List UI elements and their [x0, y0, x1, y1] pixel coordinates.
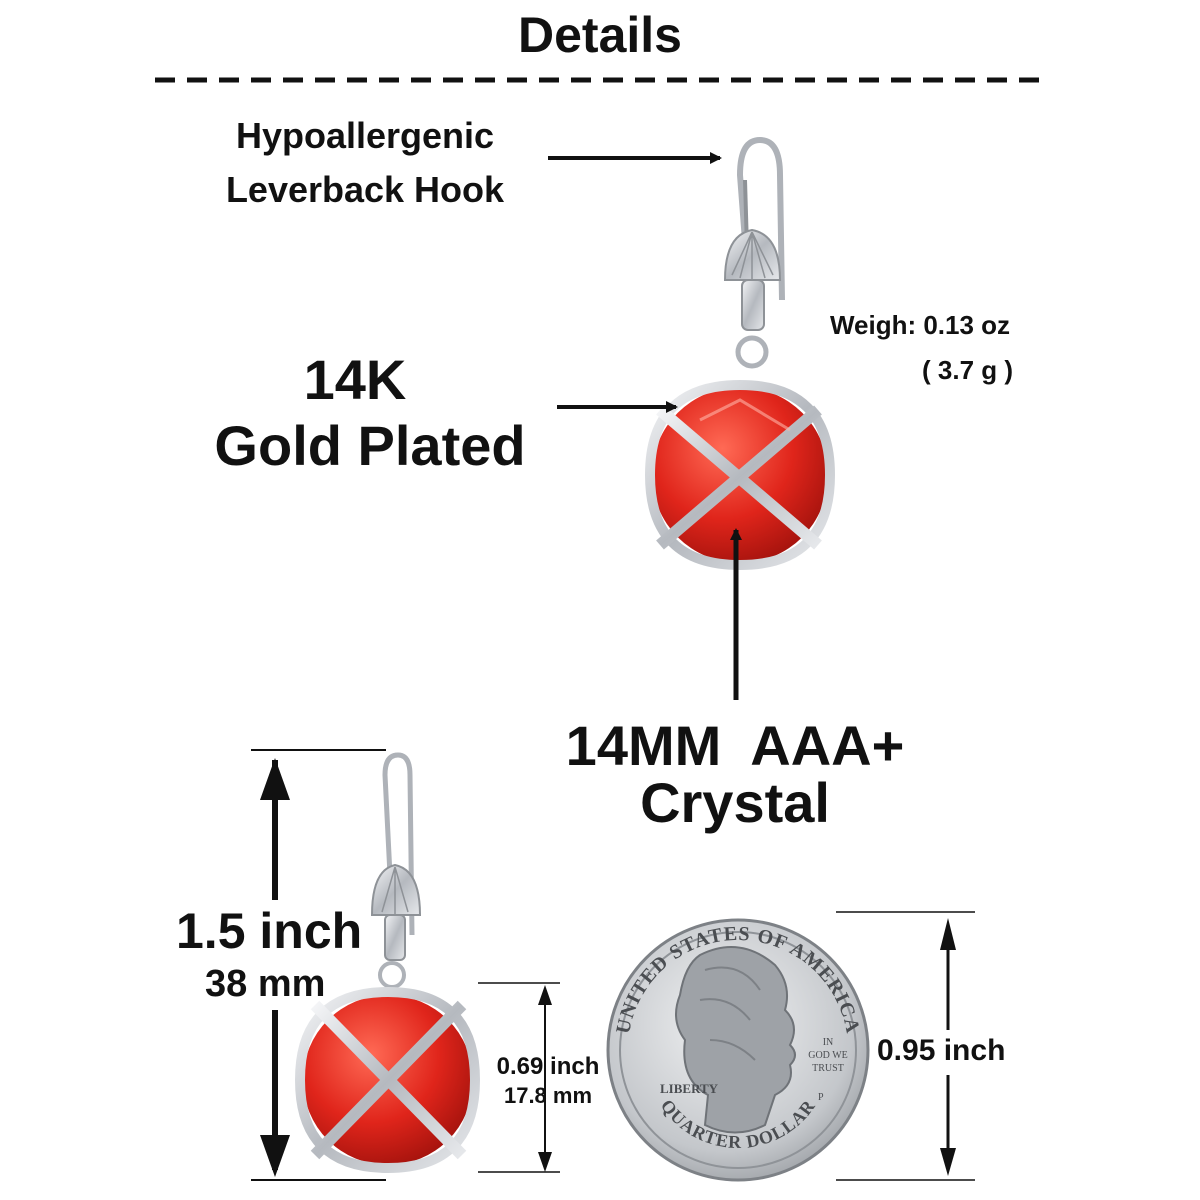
coin-liberty: LIBERTY [660, 1081, 719, 1096]
coin-motto-1: IN [823, 1037, 834, 1048]
length-mm-label: 38 mm [205, 963, 326, 1005]
coin-motto-3: TRUST [812, 1063, 844, 1074]
crystal-label-line2: Crystal [640, 771, 830, 834]
coin-inch-label: 0.95 inch [877, 1034, 1006, 1067]
plating-label-line1: 14K [303, 348, 407, 411]
length-inch-label: 1.5 inch [176, 903, 363, 959]
quarter-coin-icon: UNITED STATES OF AMERICA QUARTER DOLLAR … [606, 918, 870, 1182]
coin-mint: P [818, 1092, 824, 1103]
weight-label-line1: Weigh: 0.13 oz [829, 310, 1011, 340]
earring-icon [644, 136, 836, 571]
hook-label-line1: Hypoallergenic [235, 115, 495, 156]
crystal-label-line1: 14MM AAA+ [565, 714, 905, 777]
pendant-mm-label: 17.8 mm [503, 1083, 593, 1108]
double-arrow-icon [836, 911, 975, 1181]
coin-motto-2: GOD WE [808, 1050, 848, 1061]
plating-label-line2: Gold Plated [214, 414, 526, 477]
pendant-inch-label: 0.69 inch [496, 1053, 600, 1080]
weight-label-line2: ( 3.7 g ) [922, 355, 1014, 385]
double-arrow-icon [251, 749, 386, 1181]
page-title: Details [518, 7, 682, 63]
hook-label-line2: Leverback Hook [225, 169, 505, 210]
earring-icon [294, 752, 481, 1174]
double-arrow-icon [478, 982, 560, 1173]
